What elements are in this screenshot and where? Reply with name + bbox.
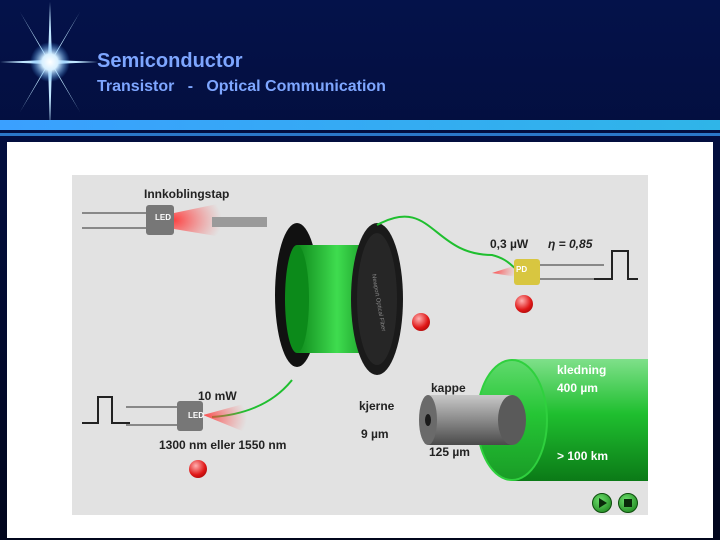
- distance-label: > 100 km: [557, 449, 609, 463]
- red-hotspot-button-led[interactable]: [189, 460, 207, 478]
- fiber-optic-illustration: Newport Optical Fiber: [72, 175, 648, 515]
- fiber-reel: Newport Optical Fiber: [275, 223, 403, 375]
- play-icon: [599, 498, 607, 508]
- play-button[interactable]: [592, 493, 612, 513]
- header-divider-bar: [0, 120, 720, 130]
- led-bottom-label: LED: [188, 411, 204, 420]
- pd-label: PD: [516, 265, 528, 274]
- power-out-label: 0,3 µW: [490, 237, 529, 251]
- illustration-graphics: Newport Optical Fiber: [82, 203, 648, 481]
- kjerne-size-label: 9 µm: [361, 427, 389, 441]
- led-bottom-assembly: [82, 396, 247, 433]
- led-top-label: LED: [155, 213, 171, 222]
- starburst-logo-icon: [0, 2, 98, 128]
- photodiode-assembly: [492, 259, 604, 285]
- kledning-label: kledning: [557, 363, 607, 377]
- fiber-cable-cross-section: [419, 359, 648, 481]
- header-divider-line: [0, 133, 720, 136]
- wavelength-label: 1300 nm eller 1550 nm: [159, 438, 287, 452]
- kappe-size-label: 125 µm: [429, 445, 470, 459]
- kledning-size-label: 400 µm: [557, 381, 598, 395]
- slide-subtitle: Transistor - Optical Communication: [97, 78, 386, 95]
- led-top-assembly: [82, 203, 267, 237]
- coupling-loss-label: Innkoblingstap: [144, 187, 230, 201]
- kappe-label: kappe: [431, 381, 466, 395]
- red-hotspot-button-pd[interactable]: [515, 295, 533, 313]
- efficiency-label: η = 0,85: [548, 237, 593, 251]
- power-in-label: 10 mW: [198, 389, 237, 403]
- kjerne-label: kjerne: [359, 399, 395, 413]
- slide-title: Semiconductor: [97, 50, 243, 72]
- stop-button[interactable]: [618, 493, 638, 513]
- red-hotspot-button-reel[interactable]: [412, 313, 430, 331]
- stop-icon: [624, 499, 632, 507]
